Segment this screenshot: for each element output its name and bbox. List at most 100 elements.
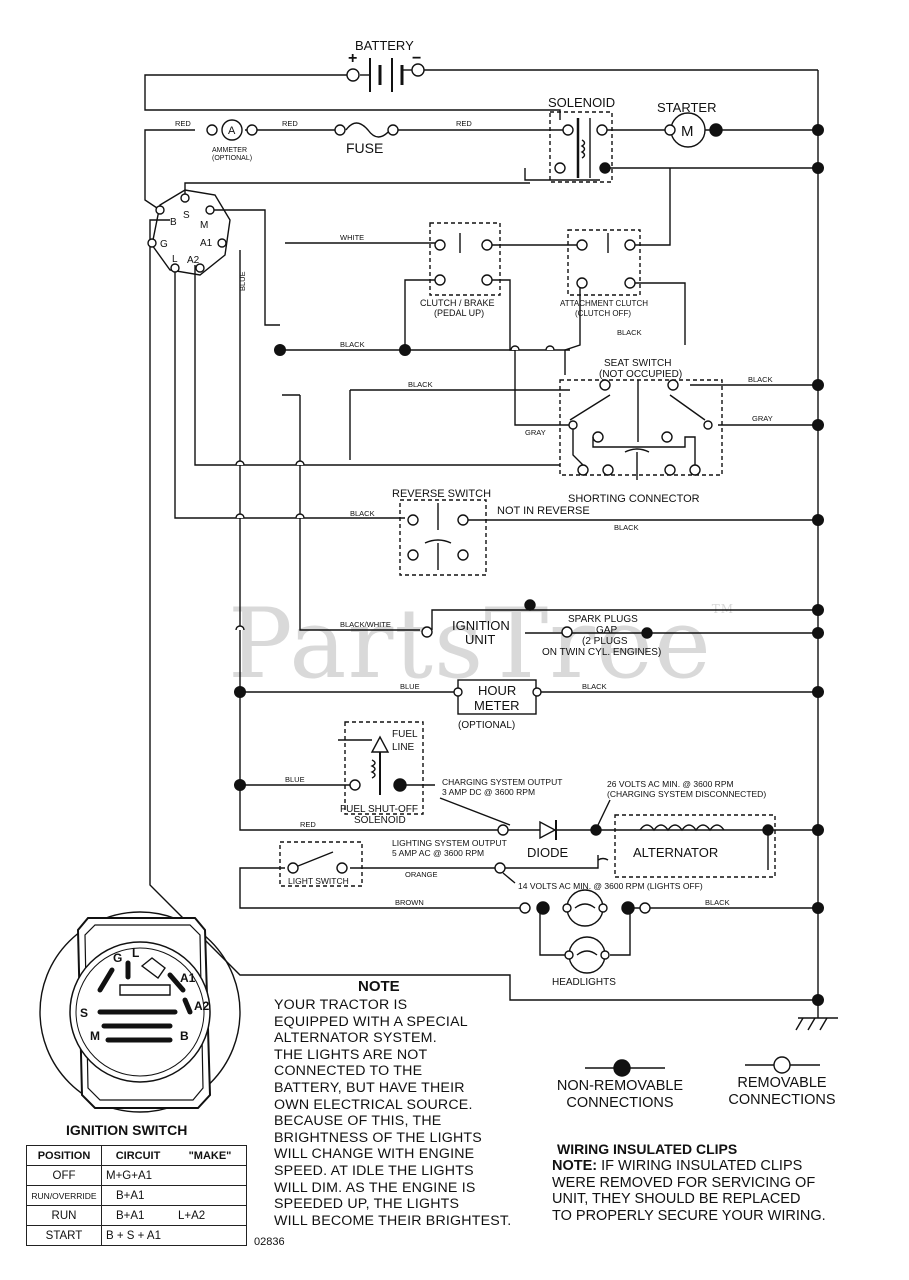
lighting-output-label-2: 5 AMP AC @ 3600 RPM: [392, 848, 484, 858]
charging-output-arrow: [439, 797, 511, 826]
wire-label-gray-1: GRAY: [525, 428, 546, 437]
charging-output-label-2: 3 AMP DC @ 3600 RPM: [442, 787, 535, 797]
legend-symbols: [585, 1056, 820, 1077]
spark-plugs-label-2: GAP: [596, 625, 617, 636]
terminal-B: B: [170, 217, 177, 228]
fuse-label: FUSE: [346, 140, 383, 156]
terminal-M: M: [200, 220, 208, 231]
ignition-switch-title: IGNITION SWITCH: [66, 1122, 188, 1138]
svg-text:S: S: [80, 1006, 88, 1020]
table-cell-position: RUN/OVERRIDE: [26, 1185, 102, 1206]
table-header: "MAKE": [174, 1145, 247, 1166]
table-row: RUN/OVERRIDE B+A1: [26, 1185, 247, 1206]
fuel-line-label-2: LINE: [392, 742, 415, 753]
table-cell-position: START: [26, 1225, 102, 1246]
shorting-connector-label: SHORTING CONNECTOR: [568, 493, 700, 505]
ammeter-symbol-letter: A: [228, 125, 236, 137]
table-row: START B + S + A1: [26, 1225, 247, 1246]
lighting-output-terminal: [494, 862, 506, 874]
headlights-label: HEADLIGHTS: [552, 977, 616, 988]
reverse-switch: [399, 499, 487, 576]
table-cell-circuit: M+G+A1: [101, 1165, 174, 1186]
diode-symbol: [497, 820, 602, 840]
hour-meter-note: (OPTIONAL): [458, 720, 515, 731]
clutch-brake-note: (PEDAL UP): [434, 308, 484, 318]
table-cell-position: RUN: [26, 1205, 102, 1226]
alternator-label: ALTERNATOR: [633, 845, 718, 860]
wire-label-red-3: RED: [456, 119, 472, 128]
wires: [144, 69, 838, 1031]
table-header: POSITION: [26, 1145, 102, 1166]
ammeter-symbol: [206, 119, 258, 141]
table-cell-circuit: B+A1: [101, 1185, 174, 1206]
fuel-line-label-1: FUEL: [392, 729, 418, 740]
wire-label-red-4: RED: [300, 820, 316, 829]
ignition-unit: [421, 599, 653, 639]
wire-label-black-1: BLACK: [340, 340, 365, 349]
table-row: OFF M+G+A1: [26, 1165, 247, 1186]
ignition-terminal-block: [147, 189, 231, 276]
terminal-S: S: [183, 210, 190, 221]
ammeter-label: AMMETER: [212, 147, 247, 154]
clips-title: WIRING INSULATED CLIPS: [557, 1141, 738, 1157]
wire-label-blue-2: BLUE: [285, 775, 305, 784]
wire-label-black-8: BLACK: [705, 898, 730, 907]
wire-label-gray-2: GRAY: [752, 414, 773, 423]
clips-body: NOTE: IF WIRING INSULATED CLIPS WERE REM…: [552, 1158, 882, 1224]
solenoid-label: SOLENOID: [548, 95, 615, 110]
light-switch: [279, 841, 363, 887]
battery-label: BATTERY: [355, 38, 414, 53]
attachment-clutch-label: ATTACHMENT CLUTCH: [560, 299, 648, 308]
fuel-solenoid-label-1: FUEL SHUT-OFF: [340, 804, 418, 815]
fuel-shutoff-solenoid: [338, 721, 424, 815]
wire-label-black-white: BLACK/WHITE: [340, 620, 391, 629]
note-title: NOTE: [358, 978, 400, 995]
svg-text:+: +: [348, 50, 357, 67]
wire-label-brown: BROWN: [395, 898, 424, 907]
reverse-switch-label: REVERSE SWITCH: [392, 488, 491, 500]
terminal-A1: A1: [200, 238, 213, 249]
starter-symbol: M: [681, 123, 694, 140]
wire-hops: [235, 345, 555, 631]
ammeter-note: (OPTIONAL): [212, 155, 252, 162]
note-body: YOUR TRACTOR IS EQUIPPED WITH A SPECIAL …: [274, 997, 512, 1229]
table-cell-make: [174, 1225, 247, 1246]
lighting-output-label-1: LIGHTING SYSTEM OUTPUT: [392, 838, 507, 848]
ignition-position-table: POSITION CIRCUIT "MAKE" OFF M+G+A1 RUN/O…: [26, 1145, 247, 1246]
hour-meter: [453, 679, 542, 715]
table-cell-make: L+A2: [174, 1205, 247, 1226]
not-in-reverse-label: NOT IN REVERSE: [497, 505, 590, 517]
svg-text:A1: A1: [180, 971, 196, 985]
wire-label-black-5: BLACK: [350, 509, 375, 518]
wire-label-black-7: BLACK: [582, 682, 607, 691]
terminal-L: L: [172, 254, 178, 265]
ac-spec-label-1: 26 VOLTS AC MIN. @ 3600 RPM: [607, 779, 734, 789]
svg-text:A2: A2: [194, 999, 210, 1013]
table-cell-make: [174, 1165, 247, 1186]
drawing-code: 02836: [254, 1236, 285, 1248]
svg-text:−: −: [412, 50, 421, 67]
ac-spec-label-2: (CHARGING SYSTEM DISCONNECTED): [607, 789, 766, 799]
svg-text:B: B: [180, 1029, 189, 1043]
svg-text:M: M: [90, 1029, 100, 1043]
starter-label: STARTER: [657, 100, 716, 115]
wire-label-orange: ORANGE: [405, 870, 438, 879]
alternator-symbol: [597, 814, 776, 878]
attachment-clutch-note: (CLUTCH OFF): [575, 309, 631, 318]
ignition-switch-letters: G L A1 A2 S M B: [80, 946, 210, 1043]
ignition-unit-label-2: UNIT: [465, 632, 495, 647]
seat-switch-note: (NOT OCCUPIED): [599, 369, 682, 380]
battery-symbol: + −: [346, 50, 425, 92]
table-row: RUN B+A1 L+A2: [26, 1205, 247, 1226]
table-cell-circuit: B + S + A1: [101, 1225, 174, 1246]
spark-plugs-label-4: ON TWIN CYL. ENGINES): [542, 647, 661, 658]
wire-label-red-1: RED: [175, 119, 191, 128]
wire-label-white: WHITE: [340, 233, 364, 242]
wire-label-red-2: RED: [282, 119, 298, 128]
wire-label-blue-1: BLUE: [400, 682, 420, 691]
legend-non-removable: NON-REMOVABLE CONNECTIONS: [556, 1078, 684, 1111]
table-header-row: POSITION CIRCUIT "MAKE": [26, 1145, 247, 1166]
hour-meter-label-1: HOUR: [478, 683, 516, 698]
wire-labels: RED RED RED WHITE BLACK BLACK BLACK BLAC…: [175, 119, 773, 907]
